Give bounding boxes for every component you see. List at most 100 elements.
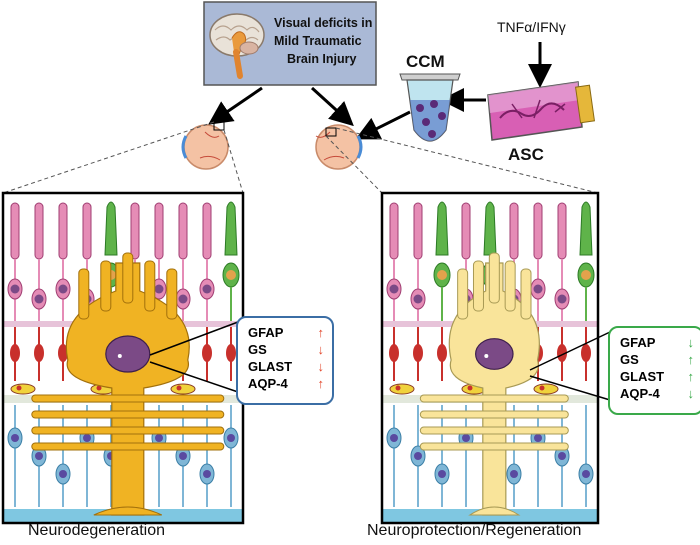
marker-row: AQP-4↑ bbox=[248, 375, 324, 392]
nerve-fiber-layer bbox=[382, 509, 598, 523]
zoom-line-left-2 bbox=[223, 129, 244, 194]
bipolar-cell bbox=[437, 344, 447, 362]
ccm-tube-icon bbox=[399, 73, 461, 142]
muller-process bbox=[166, 268, 178, 320]
ganglion-nucleus bbox=[11, 434, 19, 442]
ganglion-nucleus bbox=[227, 434, 235, 442]
zoom-line-left-1 bbox=[2, 121, 215, 194]
zoom-line-right-1 bbox=[325, 135, 383, 194]
marker-row: GFAP↑ bbox=[248, 324, 324, 341]
bipolar-cell bbox=[389, 344, 399, 362]
amacrine-nucleus bbox=[96, 385, 102, 391]
muller-process bbox=[144, 260, 156, 312]
caption-regeneration: Neuroprotection/Regeneration bbox=[367, 522, 582, 539]
muller-process bbox=[488, 252, 500, 304]
muller-process bbox=[122, 252, 134, 304]
marker-name: GLAST bbox=[248, 359, 293, 374]
muller-lateral-process bbox=[419, 426, 569, 435]
marker-row: GS↓ bbox=[248, 341, 324, 358]
amacrine-nucleus bbox=[395, 385, 401, 391]
retina-panel-degeneration bbox=[1, 191, 245, 525]
muller-process bbox=[78, 268, 90, 320]
rod-nucleus bbox=[557, 294, 567, 304]
bipolar-cell bbox=[58, 344, 68, 362]
ganglion-nucleus bbox=[462, 434, 470, 442]
marker-box-degeneration: GFAP↑GS↓GLAST↓AQP-4↑ bbox=[236, 316, 334, 405]
arrow-down-icon: ↓ bbox=[317, 359, 325, 374]
marker-box-regeneration: GFAP ↓GS↑GLAST↑AQP-4 ↓ bbox=[608, 326, 700, 415]
arrow-down-icon: ↓ bbox=[687, 335, 695, 350]
arrow-up-icon: ↑ bbox=[317, 376, 325, 391]
muller-nucleus bbox=[475, 338, 514, 370]
asc-label: ASC bbox=[508, 145, 544, 164]
muller-process bbox=[504, 260, 516, 312]
cone-outer-segment bbox=[224, 201, 238, 256]
muller-process bbox=[472, 260, 484, 312]
ganglion-nucleus bbox=[390, 434, 398, 442]
connector-left-1 bbox=[149, 321, 239, 356]
marker-name: GS bbox=[620, 352, 639, 367]
rod-outer-segment bbox=[389, 202, 399, 260]
cone-nucleus bbox=[437, 270, 447, 280]
ganglion-nucleus bbox=[59, 470, 67, 478]
ganglion-nucleus bbox=[179, 452, 187, 460]
amacrine-nucleus bbox=[467, 385, 473, 391]
ganglion-nucleus bbox=[35, 452, 43, 460]
ganglion-nucleus bbox=[438, 470, 446, 478]
left-eye-icon bbox=[181, 121, 229, 170]
marker-name: GLAST bbox=[620, 369, 665, 384]
arrow-to-right-eye bbox=[310, 86, 354, 127]
cone-nucleus bbox=[226, 270, 236, 280]
title-box: Visual deficits in Mild Traumatic Brain … bbox=[203, 1, 377, 86]
rod-outer-segment bbox=[58, 202, 68, 260]
marker-row: GS↑ bbox=[620, 351, 694, 368]
arrow-up-icon: ↑ bbox=[317, 325, 325, 340]
rod-outer-segment bbox=[461, 202, 471, 260]
cone-nucleus bbox=[581, 270, 591, 280]
rod-outer-segment bbox=[413, 202, 423, 260]
ganglion-nucleus bbox=[534, 434, 542, 442]
retina-panel-regeneration bbox=[380, 191, 600, 525]
rod-nucleus bbox=[178, 294, 188, 304]
cone-outer-segment bbox=[435, 201, 449, 256]
arrow-down-icon: ↓ bbox=[317, 342, 325, 357]
culture-flask-icon bbox=[487, 81, 596, 141]
amacrine-cell bbox=[170, 383, 196, 395]
marker-row: GFAP ↓ bbox=[620, 334, 694, 351]
ganglion-nucleus bbox=[582, 470, 590, 478]
cytokine-label: TNFα/IFNγ bbox=[497, 19, 566, 35]
rod-outer-segment bbox=[509, 202, 519, 260]
ccm-label: CCM bbox=[406, 52, 445, 71]
muller-nucleolus bbox=[484, 354, 489, 358]
muller-lateral-process bbox=[419, 442, 569, 451]
marker-name: GFAP bbox=[620, 335, 656, 350]
muller-nucleolus bbox=[117, 354, 122, 358]
rod-nucleus bbox=[154, 284, 164, 294]
muller-lateral-process bbox=[31, 426, 225, 435]
muller-lateral-process bbox=[31, 442, 225, 451]
bipolar-cell bbox=[226, 344, 236, 362]
caption-degeneration: Neurodegeneration bbox=[28, 522, 165, 539]
rod-nucleus bbox=[533, 284, 543, 294]
cone-outer-segment bbox=[579, 201, 593, 256]
ganglion-nucleus bbox=[510, 470, 518, 478]
marker-row: GLAST↑ bbox=[620, 368, 694, 385]
muller-process bbox=[100, 260, 112, 312]
ganglion-nucleus bbox=[155, 434, 163, 442]
muller-process bbox=[520, 268, 532, 320]
zoom-line-right-2 bbox=[335, 127, 599, 194]
amacrine-cell bbox=[10, 383, 36, 395]
muller-lateral-process bbox=[31, 410, 225, 419]
ganglion-nucleus bbox=[83, 434, 91, 442]
bipolar-cell bbox=[557, 344, 567, 362]
marker-row: GLAST ↓ bbox=[248, 358, 324, 375]
rod-nucleus bbox=[34, 294, 44, 304]
title-line-1: Visual deficits in bbox=[274, 16, 372, 30]
arrow-to-left-eye bbox=[208, 86, 263, 125]
nerve-fiber-layer bbox=[3, 509, 243, 523]
amacrine-cell bbox=[389, 383, 415, 395]
bipolar-cell bbox=[581, 344, 591, 362]
rod-outer-segment bbox=[533, 202, 543, 260]
marker-name: AQP-4 bbox=[620, 386, 660, 401]
